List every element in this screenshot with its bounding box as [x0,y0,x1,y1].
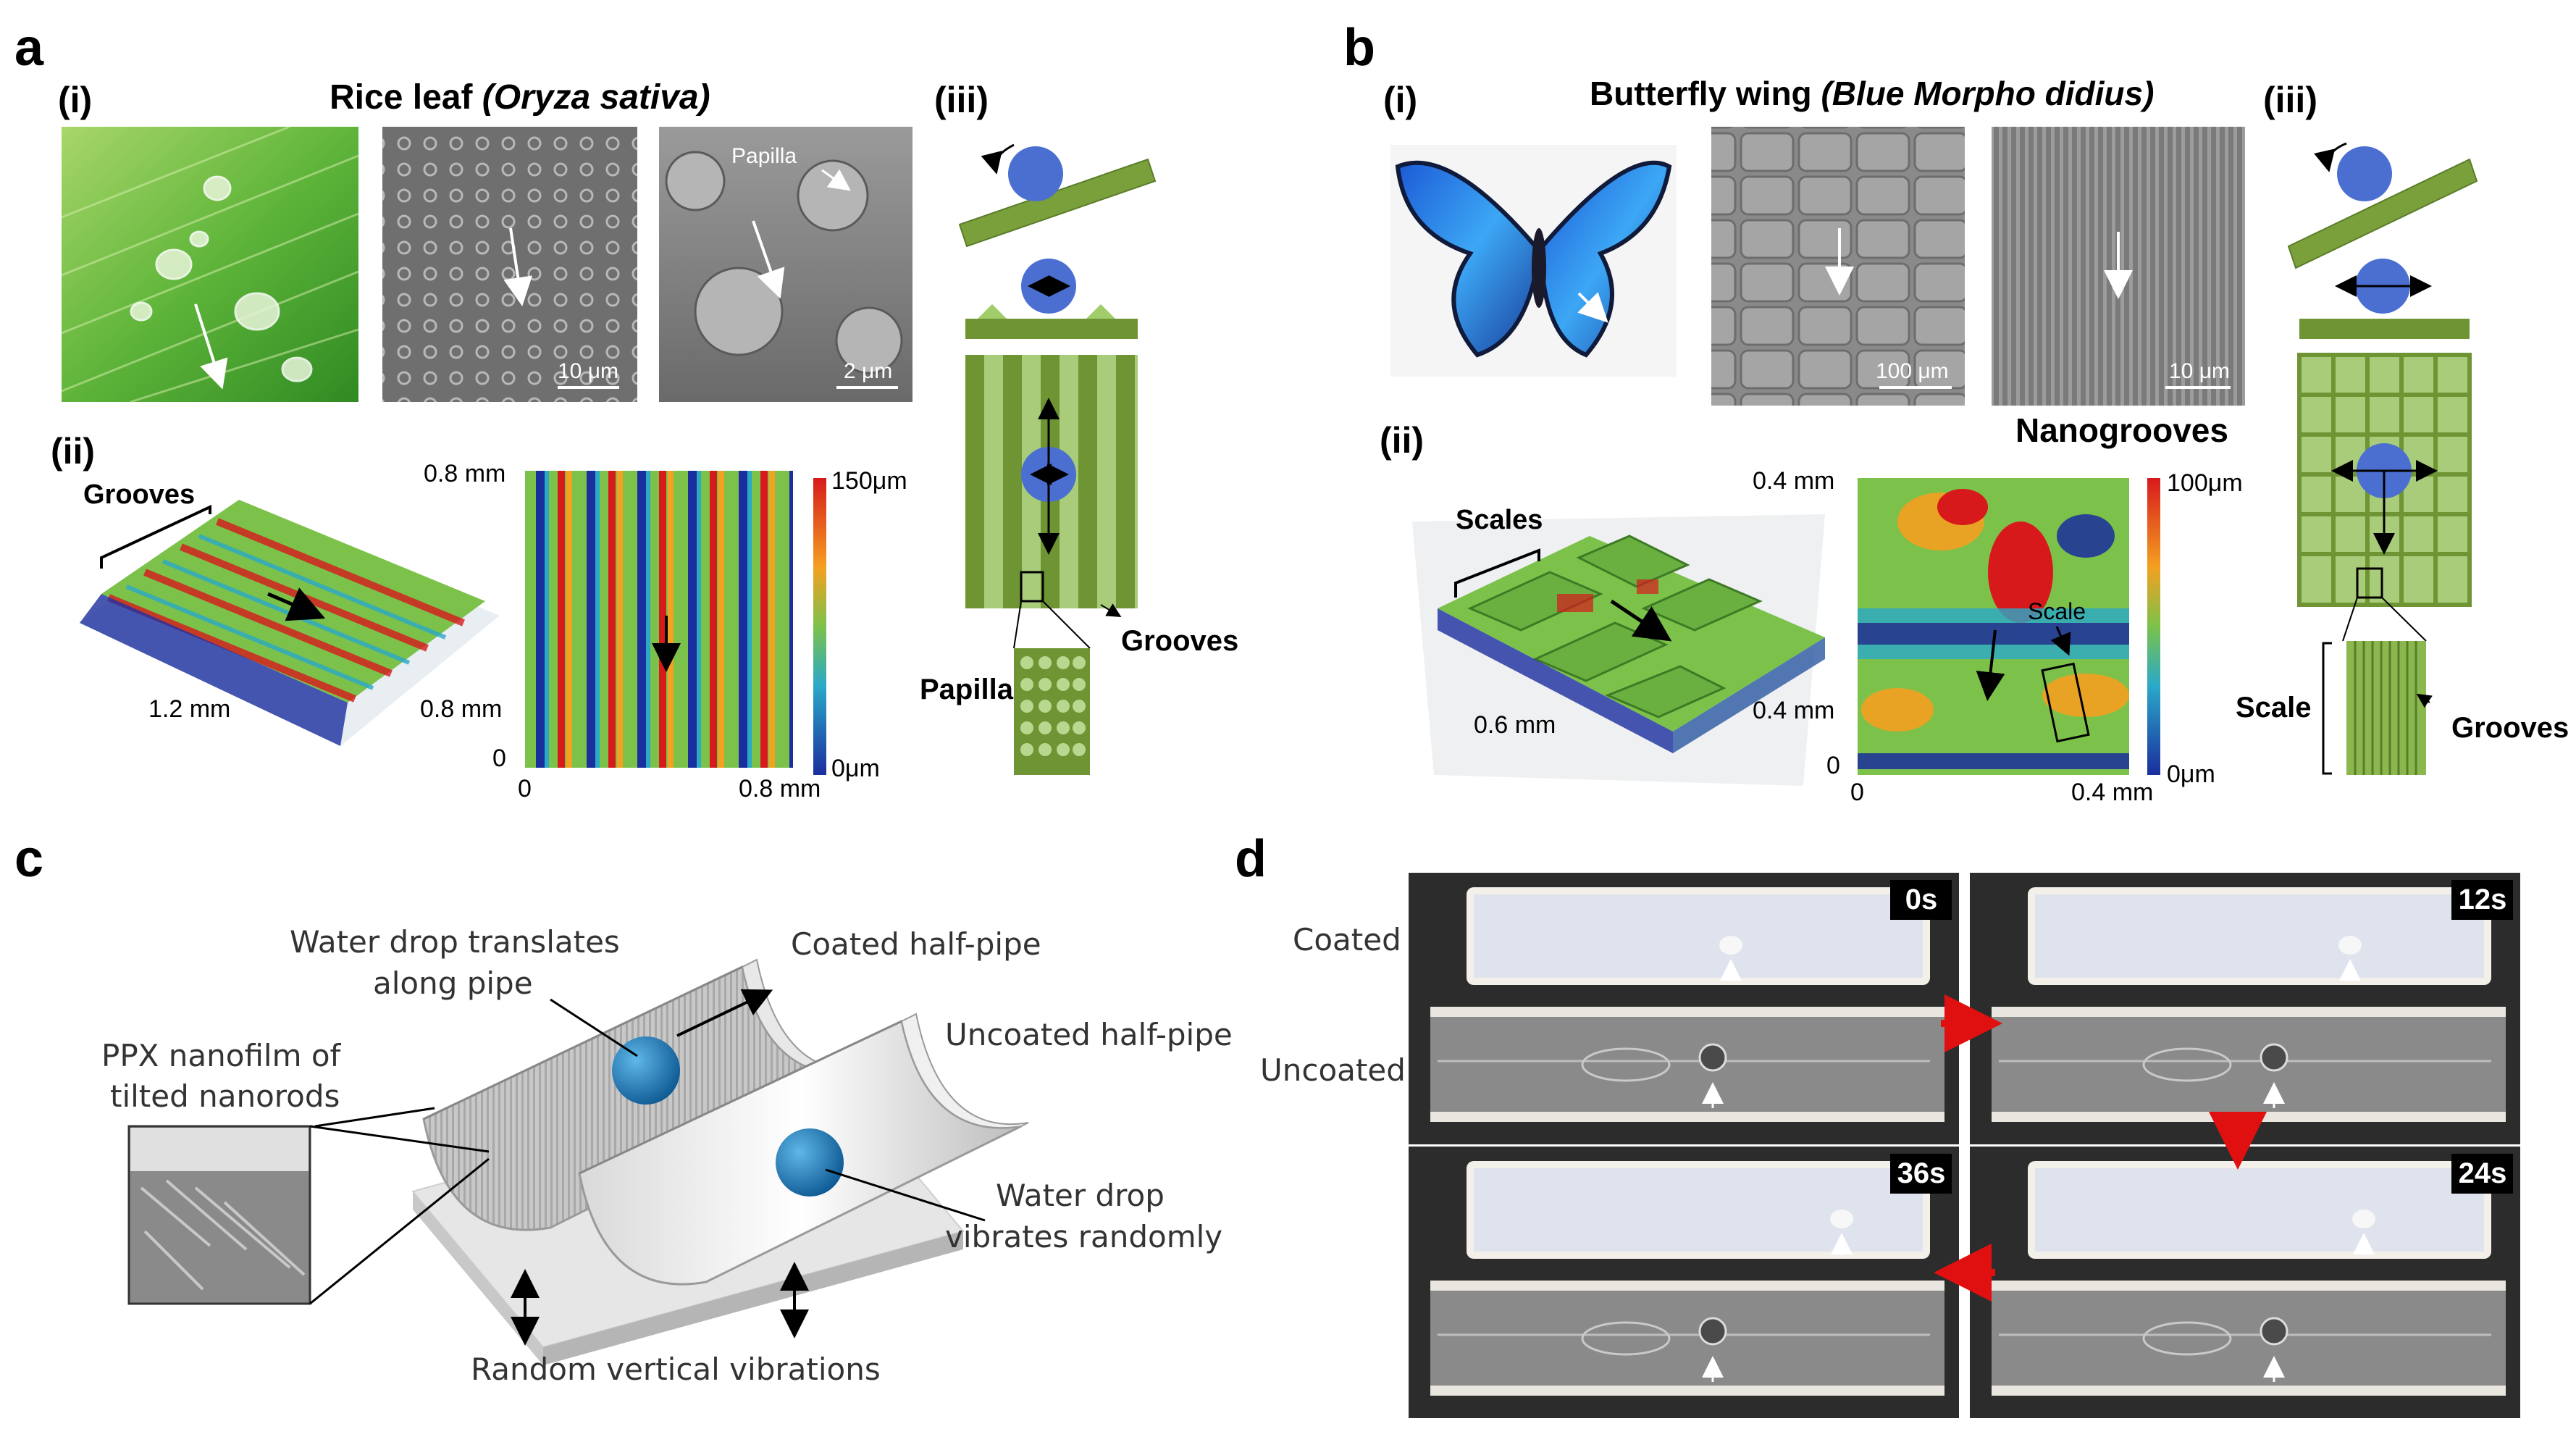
map-b-zero-x: 0 [1850,779,1864,806]
schem-a-papilla: Papilla [920,674,1014,705]
frame-time-label: 24s [2459,1157,2507,1189]
dim-0-8mm-side: 0.8 mm [420,695,502,723]
panel-b-title: Butterfly wing (Blue Morpho didius) [1590,75,2154,112]
dim-1-2mm: 1.2 mm [148,695,230,723]
dim-0-4mm-side: 0.4 mm [1753,697,1834,724]
map-b-zero-y: 0 [1826,752,1840,779]
rice-sem-low-mag: 10 μm [382,127,637,402]
panel-a-sub-iii: (iii) [934,80,989,120]
panel-a: a (i) Rice leaf (Oryza sativa) [14,19,1238,802]
panel-a-title-italic: (Oryza sativa) [482,78,710,117]
colorbar-b-max: 100μm [2167,469,2243,497]
frame-time-label: 0s [1905,884,1938,915]
label-coated-half-pipe: Coated half-pipe [791,926,1041,962]
dim-0-6mm: 0.6 mm [1474,711,1556,739]
label-uncoated-half-pipe: Uncoated half-pipe [945,1017,1233,1052]
label-vibrates-2: vibrates randomly [945,1219,1222,1254]
rice-3d-surface: Grooves 1.2 mm 0.8 mm [80,479,502,746]
colorbar-a [813,478,826,775]
water-drop-coated [612,1036,680,1105]
rice-height-map: 0.8 mm 0 0 0.8 mm 150μm 0μm [424,460,907,802]
label-water-translates-2: along pipe [373,965,533,1001]
label-random-vibrations: Random vertical vibrations [471,1352,881,1387]
rice-sem-high-mag: Papilla 2 μm [659,127,912,402]
panel-a-title: Rice leaf (Oryza sativa) [330,78,710,117]
sem-papilla-label: Papilla [731,144,797,168]
butterfly-photo [1390,145,1677,377]
butterfly-sem-nanogrooves: 10 μm [1992,127,2245,406]
panel-c-letter: c [14,830,43,888]
video-frame-2: 36s [1409,1147,1959,1418]
map-a-top-label: 0.8 mm [424,460,505,487]
colorbar-b-min: 0μm [2167,760,2215,788]
scales-label: Scales [1456,505,1543,535]
panel-a-sub-ii: (ii) [51,431,95,472]
schem-b-scale: Scale [2236,692,2312,724]
nanogrooves-label: Nanogrooves [2015,411,2228,449]
rice-leaf-photo [61,125,359,403]
map-b-scale-label: Scale [2028,598,2086,624]
ppx-nanorod-inset [127,1125,311,1305]
map-b-top-label: 0.4 mm [1753,467,1834,495]
panel-b-sub-iii: (iii) [2263,80,2317,120]
panel-b: b (i) Butterfly wing (Blue Morpho didius… [1343,19,2569,806]
map-a-zero-x: 0 [518,775,532,802]
scale-bar-10um: 10 μm [558,359,618,383]
label-water-translates-1: Water drop translates [290,924,620,960]
water-drop-uncoated [776,1128,844,1197]
schem-b-grooves: Grooves [2451,712,2569,744]
panel-c: c Water drop translates along pipe Coate… [14,830,1233,1387]
grooves-label-a: Grooves [83,479,195,510]
label-ppx-2: tilted nanorods [110,1078,340,1114]
video-frames: 0s 12s 36s 24s [1409,873,2520,1418]
butterfly-3d-surface: Scales 0.6 mm 0.4 mm [1412,505,1834,786]
vibration-arrows [511,1262,809,1346]
frame-time-label: 36s [1897,1157,1946,1189]
map-a-zero-y: 0 [492,745,506,772]
row-label-uncoated: Uncoated [1260,1052,1406,1088]
panel-a-letter: a [14,19,44,77]
panel-a-sub-i: (i) [58,80,92,120]
label-ppx-1: PPX nanofilm of [101,1038,342,1073]
panel-d-letter: d [1235,830,1267,888]
map-b-bottom-label: 0.4 mm [2071,779,2153,806]
scale-bar-10um-b: 10 μm [2169,359,2230,383]
map-a-bottom-label: 0.8 mm [739,775,821,802]
panel-b-sub-ii: (ii) [1380,420,1424,461]
frame-time-label: 12s [2459,884,2507,915]
butterfly-sem-scales: 100 μm [1711,127,1965,406]
rice-schematic: Grooves Papilla [920,143,1238,775]
scale-bar-100um: 100 μm [1876,359,1949,383]
colorbar-b [2147,478,2160,775]
panel-b-title-italic: (Blue Morpho didius) [1821,75,2154,112]
butterfly-schematic: Scale Grooves [2236,142,2569,775]
colorbar-a-max: 150μm [831,467,907,495]
panel-b-sub-i: (i) [1383,80,1417,120]
colorbar-a-min: 0μm [831,755,880,782]
row-label-coated: Coated [1293,922,1401,957]
video-frame-1: 12s [1970,873,2520,1144]
panel-b-letter: b [1343,19,1375,77]
video-frame-0: 0s [1409,873,1959,1144]
butterfly-height-map: Scale 0.4 mm 0 0 0.4 mm 100μm 0μm [1753,467,2243,806]
label-vibrates-1: Water drop [996,1178,1165,1213]
schem-a-grooves: Grooves [1121,625,1238,657]
scale-bar-2um: 2 μm [844,359,892,383]
video-frame-3: 24s [1970,1147,2520,1418]
panel-d: d Coated Uncoated 0s 12s 36s 24s [1235,830,2520,1418]
panel-a-title-plain: Rice leaf [330,78,482,117]
panel-b-title-plain: Butterfly wing [1590,75,1821,112]
